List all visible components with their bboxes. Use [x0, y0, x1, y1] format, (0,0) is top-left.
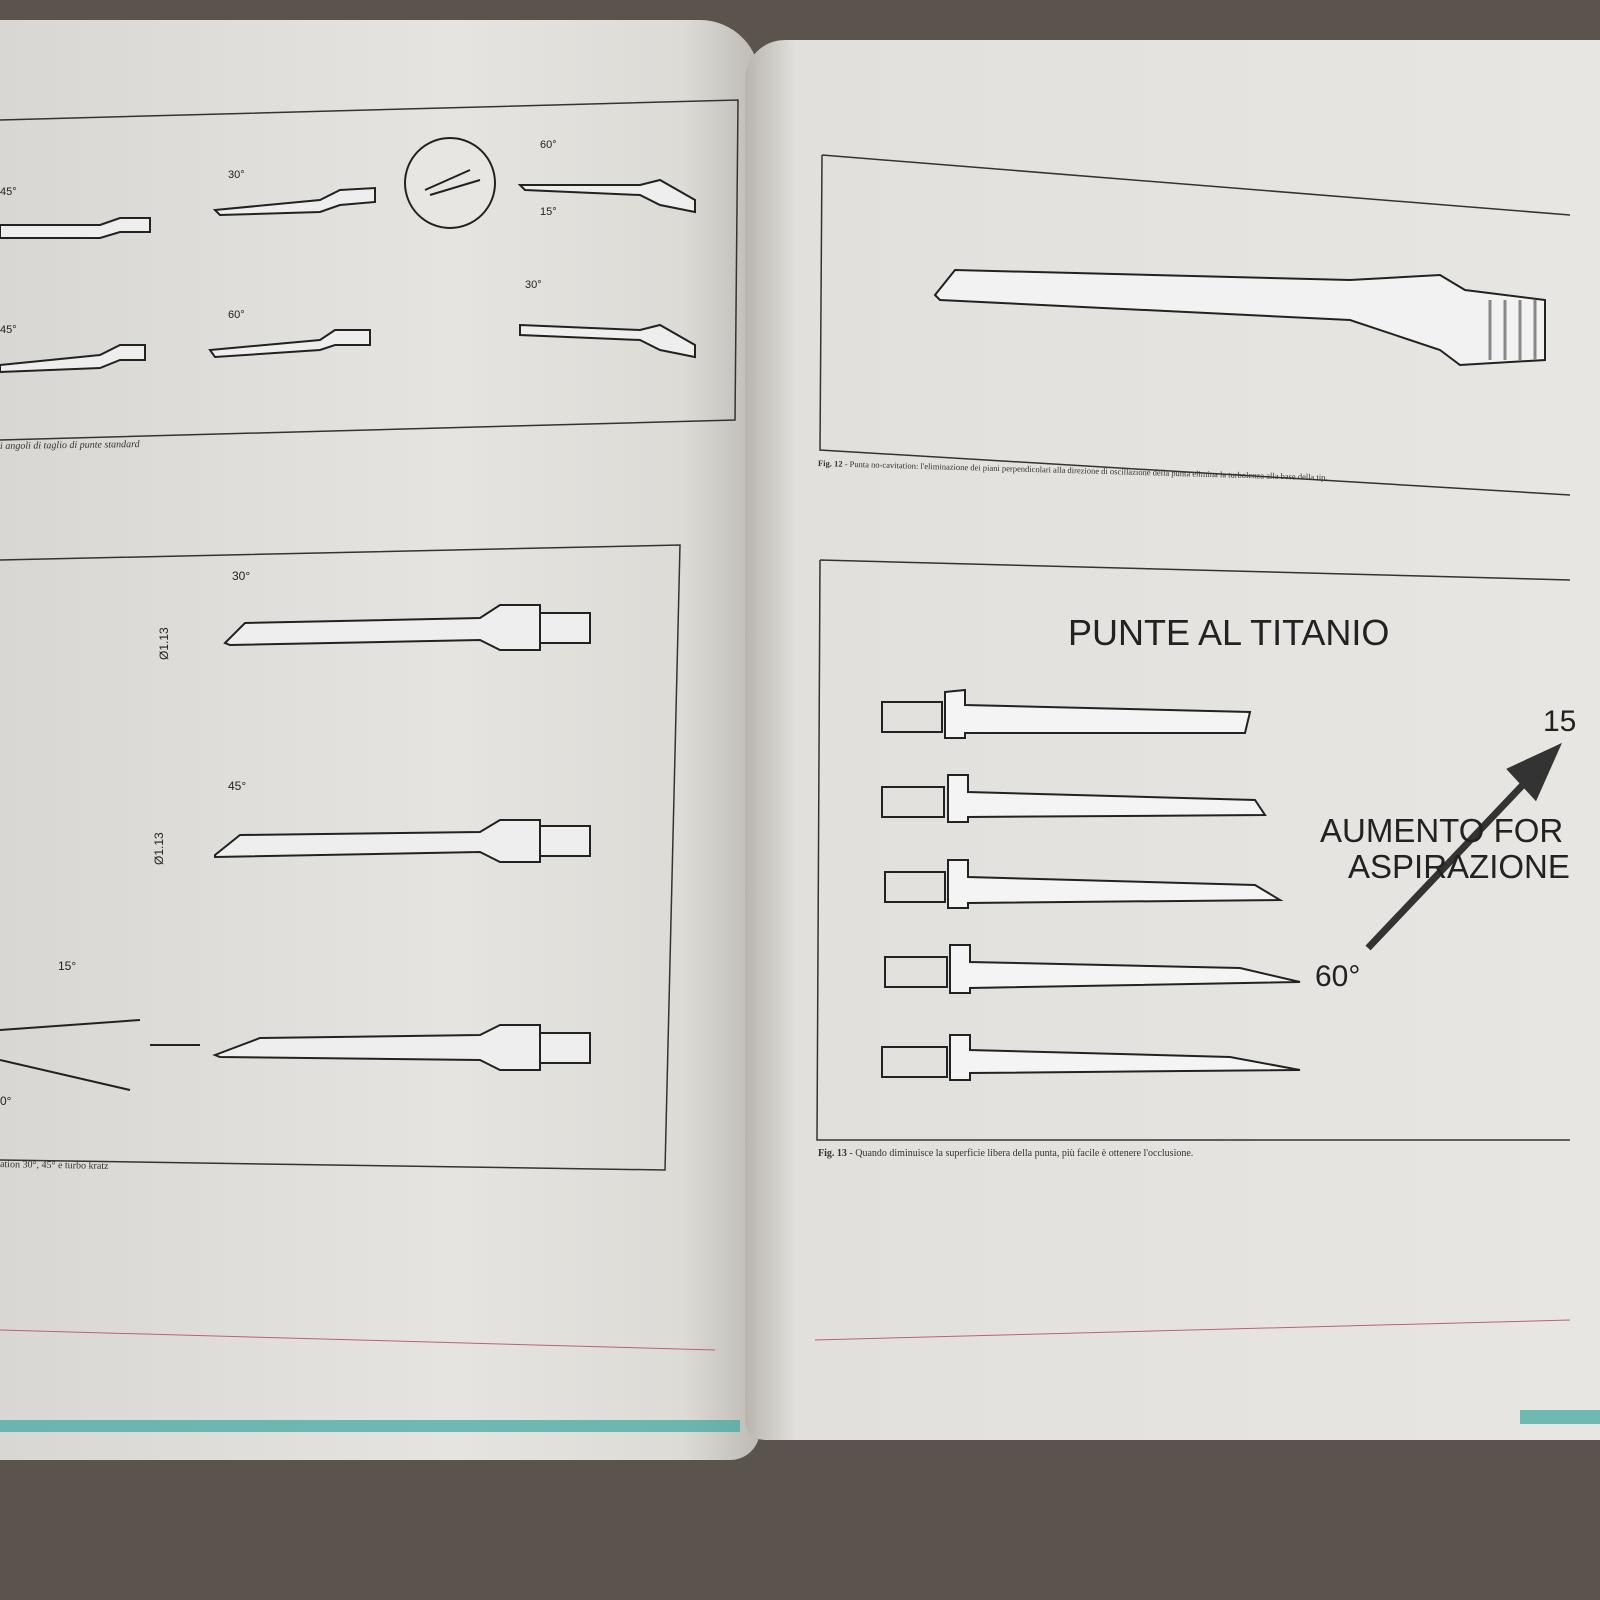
angle-extra: 0° [0, 1094, 12, 1108]
bottom-figure-frame [0, 544, 681, 1171]
fig12-label: Fig. 12 [817, 458, 843, 469]
std-tip-6 [519, 323, 696, 359]
angle-label: 15° [540, 206, 557, 218]
arrow-bottom-label: 60° [1315, 960, 1361, 993]
angle-label: 45° [0, 324, 17, 336]
fig12-frame [819, 154, 1571, 496]
fig13-frame [816, 559, 1571, 1141]
angle-label: 60° [228, 309, 245, 321]
left-rule [0, 1329, 716, 1351]
top-figure-frame [0, 99, 739, 441]
titanium-tips [881, 688, 1301, 1081]
tip-15 [212, 1024, 541, 1071]
diameter-label: Ø1.13 [157, 627, 171, 660]
tip-30 [223, 604, 541, 651]
arrow-text-line2: ASPIRAZIONE [1348, 848, 1570, 885]
top-figure-caption: i angoli di taglio di punte standard [0, 439, 140, 452]
std-tip-4 [208, 329, 371, 359]
angle-label: 45° [0, 186, 17, 198]
fig13-text: - Quando diminuisce la superficie libera… [846, 1148, 1194, 1159]
arrow-text-line1: AUMENTO FOR [1320, 812, 1564, 849]
angle-label: 30° [228, 169, 245, 181]
angle-45: 45° [228, 779, 246, 793]
diameter-label: Ø1.13 [152, 832, 166, 865]
tip-45 [214, 819, 541, 863]
fig13-title: PUNTE AL TITANIO [1068, 612, 1390, 653]
right-rule [814, 1319, 1571, 1341]
right-page [745, 40, 1600, 1440]
arrow-top-label: 15 [1543, 705, 1577, 738]
angle-label: 60° [540, 139, 557, 151]
increase-arrow [1365, 742, 1562, 951]
no-cavitation-tip [933, 268, 1546, 367]
std-tip-5 [517, 178, 696, 214]
titanium-tip [949, 1034, 1301, 1081]
left-page [0, 20, 760, 1460]
detail-circle [404, 137, 496, 229]
std-tip-1 [0, 217, 151, 239]
titanium-tip [944, 688, 1252, 739]
std-tip-3 [0, 344, 146, 374]
titanium-tip [947, 774, 1267, 823]
angle-15: 15° [58, 959, 76, 973]
bottom-figure-caption: ation 30°, 45° e turbo kratz [0, 1159, 109, 1172]
left-cover-edge [0, 1420, 740, 1432]
fig13-label: Fig. 13 [818, 1148, 847, 1159]
right-cover-edge [1520, 1410, 1600, 1424]
fig13-caption: Fig. 13 - Quando diminuisce la superfici… [818, 1148, 1193, 1159]
std-tip-2 [212, 186, 376, 217]
angle-30: 30° [232, 569, 250, 583]
angle-label: 30° [525, 279, 542, 291]
titanium-tip [947, 859, 1284, 909]
titanium-tip [949, 944, 1301, 994]
